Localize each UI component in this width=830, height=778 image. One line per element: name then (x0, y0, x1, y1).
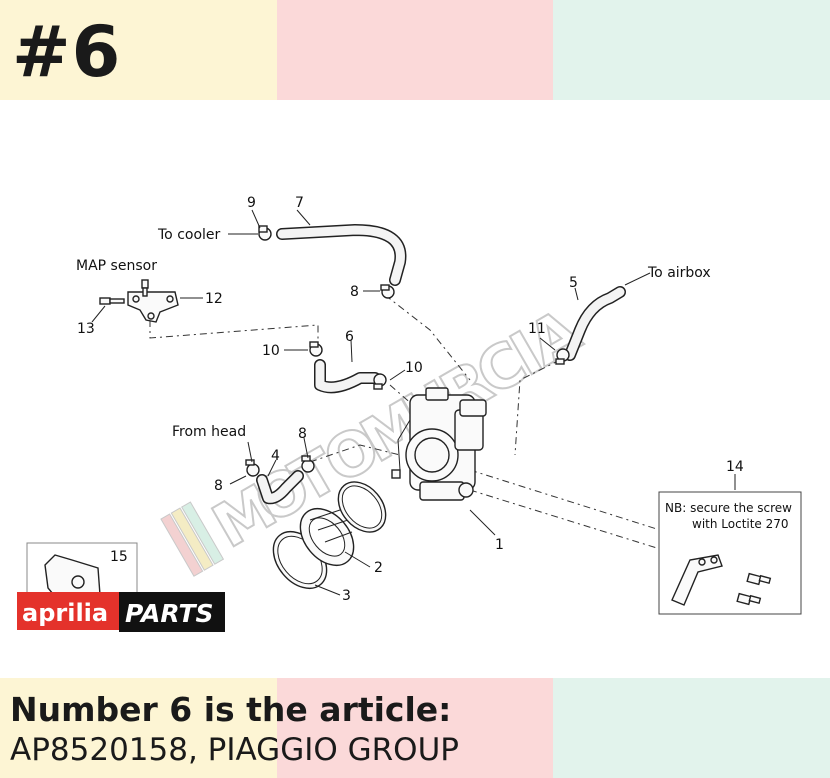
header-band (0, 0, 830, 100)
clamp-9 (258, 225, 272, 241)
hose-7 (276, 224, 407, 286)
label-to-cooler: To cooler (157, 227, 221, 243)
callout-15: 15 (110, 549, 128, 565)
clamp-8-upper (380, 284, 395, 299)
label-map-sensor: MAP sensor (76, 258, 157, 274)
caption-title: Number 6 is the article: (10, 690, 452, 729)
logo-red-block (17, 592, 119, 630)
clamp-8-right (301, 455, 315, 473)
clamp-11 (555, 348, 570, 365)
nb-note-line1: NB: secure the screw (665, 501, 792, 515)
footer-band (0, 678, 830, 778)
callout-9: 9 (247, 195, 256, 211)
callout-2: 2 (374, 560, 383, 576)
leader-lines (91, 209, 736, 596)
throttle-body-1 (391, 387, 487, 501)
callout-10-left: 10 (262, 343, 280, 359)
callout-4: 4 (271, 448, 280, 464)
label-to-airbox: To airbox (647, 265, 711, 281)
band-stripe-mint (553, 678, 830, 778)
band-stripe-yellow (0, 678, 277, 778)
callout-6: 6 (345, 329, 354, 345)
callout-8-right: 8 (298, 426, 307, 442)
band-stripe-pink (277, 678, 553, 778)
callout-8-upper: 8 (350, 284, 359, 300)
callout-12: 12 (205, 291, 223, 307)
callout-7: 7 (295, 195, 304, 211)
band-stripe-mint (553, 0, 830, 100)
manifold-2 (299, 508, 355, 566)
callout-1: 1 (495, 537, 504, 553)
aprilia-parts-logo: aprilia PARTS (17, 592, 225, 632)
band-stripe-yellow (0, 0, 277, 100)
item-number-badge: #6 (12, 11, 122, 93)
map-sensor-bracket-12 (127, 291, 179, 323)
callout-13: 13 (77, 321, 95, 337)
clamp-10-right (373, 373, 387, 390)
logo-suffix: PARTS (125, 599, 214, 628)
callout-10-right: 10 (405, 360, 423, 376)
clamp-3-inner (337, 481, 387, 533)
callout-14: 14 (726, 459, 744, 475)
caption-part-number: AP8520158, PIAGGIO GROUP (10, 732, 459, 768)
nb-note-line2: with Loctite 270 (692, 517, 789, 531)
logo-brand: aprilia (22, 599, 108, 627)
callout-5: 5 (569, 275, 578, 291)
clamp-10-left (309, 341, 323, 357)
screw-13b (141, 279, 149, 297)
hose-4 (256, 470, 304, 505)
screw-13 (99, 297, 125, 305)
hose-6 (314, 359, 381, 394)
callout-3: 3 (342, 588, 351, 604)
logo-black-block (119, 592, 225, 632)
label-from-head: From head (172, 424, 246, 440)
hose-5 (564, 286, 626, 361)
callout-8-left: 8 (214, 478, 223, 494)
band-stripe-pink (277, 0, 553, 100)
callout-11: 11 (528, 321, 546, 337)
nb-detail-box: NB: secure the screw with Loctite 270 (658, 491, 802, 615)
clamp-8-left (245, 459, 260, 477)
exploded-parts-diagram: M O T O M U R C I A (17, 195, 802, 632)
